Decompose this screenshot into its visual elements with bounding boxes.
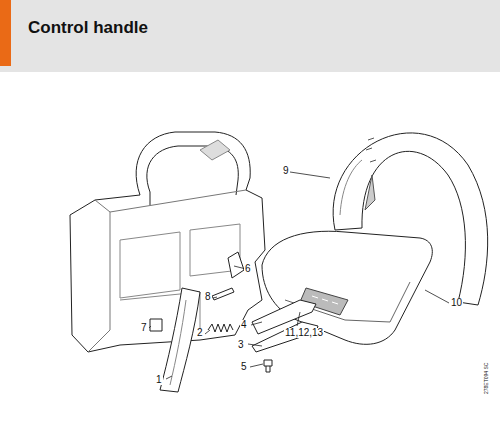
callout-number: 1 [155, 375, 163, 385]
callout-number: 5 [240, 362, 248, 372]
callout-number: 11,12,13 [284, 328, 324, 338]
callout-number: 4 [240, 320, 248, 330]
page-title: Control handle [28, 18, 148, 38]
callout-number: 2 [196, 328, 204, 338]
callout-number: 8 [204, 292, 212, 302]
drawing-number: 278ET094 SC [484, 362, 489, 395]
callout-number: 3 [237, 340, 245, 350]
callout-number: 9 [282, 166, 290, 176]
callout-number: 6 [244, 264, 252, 274]
accent-bar [0, 0, 11, 66]
callout-number: 7 [140, 323, 148, 333]
callout-number: 10 [450, 298, 463, 308]
